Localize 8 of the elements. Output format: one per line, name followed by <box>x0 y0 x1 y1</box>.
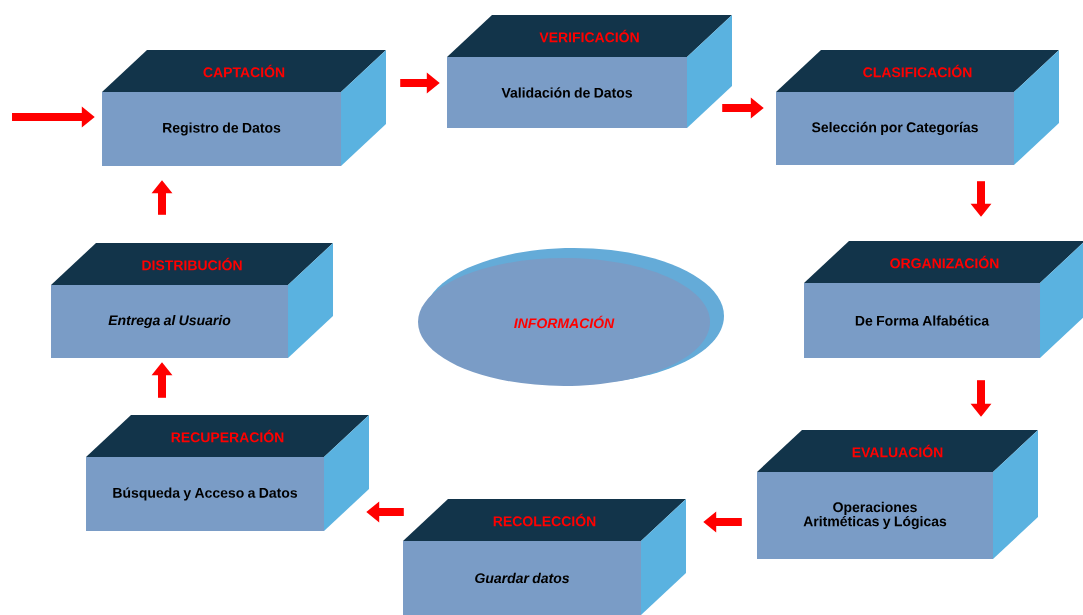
box-top-face: EVALUACIÓN <box>757 430 1038 472</box>
box-top-face: DISTRIBUCIÓN <box>51 243 333 285</box>
box-top-face: CLASIFICACIÓN <box>776 50 1059 92</box>
box-top-face: CAPTACIÓN <box>102 50 386 92</box>
box-top-face: ORGANIZACIÓN <box>804 241 1083 283</box>
box-top-face: RECOLECCIÓN <box>403 499 686 541</box>
box-top-face: VERIFICACIÓN <box>447 15 732 57</box>
box-top-face: RECUPERACIÓN <box>86 415 369 457</box>
